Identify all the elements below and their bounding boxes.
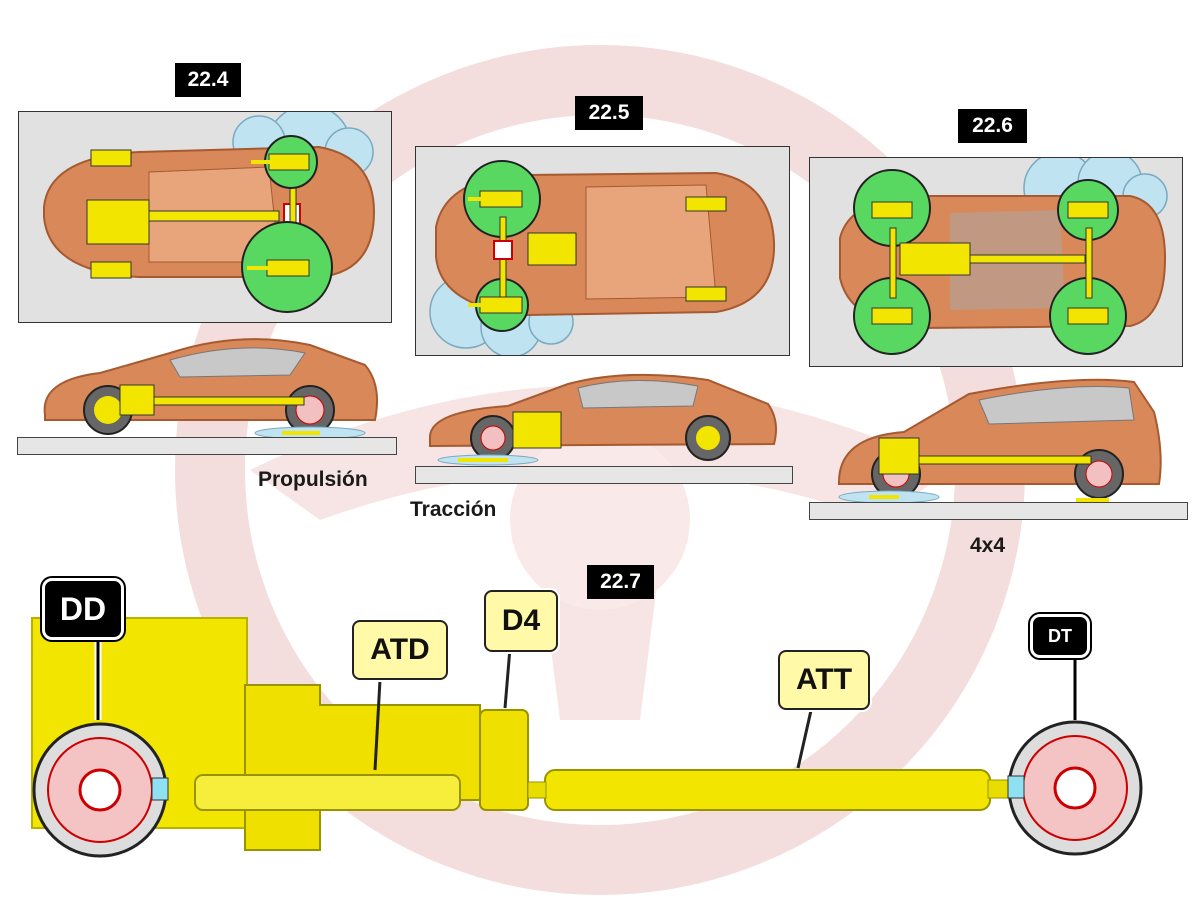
- callout-atd: ATD: [352, 620, 448, 680]
- caption-propulsion: Propulsión: [258, 468, 368, 491]
- figure-number-22-5: 22.5: [575, 96, 643, 130]
- top-view-panel-4x4: [809, 150, 1183, 367]
- car-top-view-4x4: [839, 150, 1168, 355]
- figure-number-22-4: 22.4: [175, 63, 241, 97]
- ground-line-fwd: [415, 466, 793, 484]
- car-side-view-rwd: [43, 338, 378, 440]
- callout-dd: DD: [42, 578, 124, 640]
- car-top-view-rwd: [43, 104, 376, 313]
- callout-dt: DT: [1030, 614, 1090, 658]
- callout-d4: D4: [484, 590, 558, 652]
- ground-line-rwd: [17, 437, 397, 455]
- figure-number-22-6: 22.6: [958, 109, 1027, 143]
- car-top-view-fwd: [429, 160, 776, 358]
- ground-line-4x4: [809, 502, 1188, 520]
- caption-4x4: 4x4: [970, 534, 1006, 557]
- car-side-view-fwd: [429, 373, 777, 466]
- top-view-panel-rwd: [18, 104, 392, 323]
- caption-traction: Tracción: [410, 498, 497, 521]
- top-view-panel-fwd: [415, 146, 790, 358]
- callout-att: ATT: [778, 650, 870, 710]
- figure-number-22-7: 22.7: [587, 565, 654, 599]
- car-side-view-4x4: [838, 378, 1162, 504]
- drivetrain-diagram: [31, 617, 1143, 858]
